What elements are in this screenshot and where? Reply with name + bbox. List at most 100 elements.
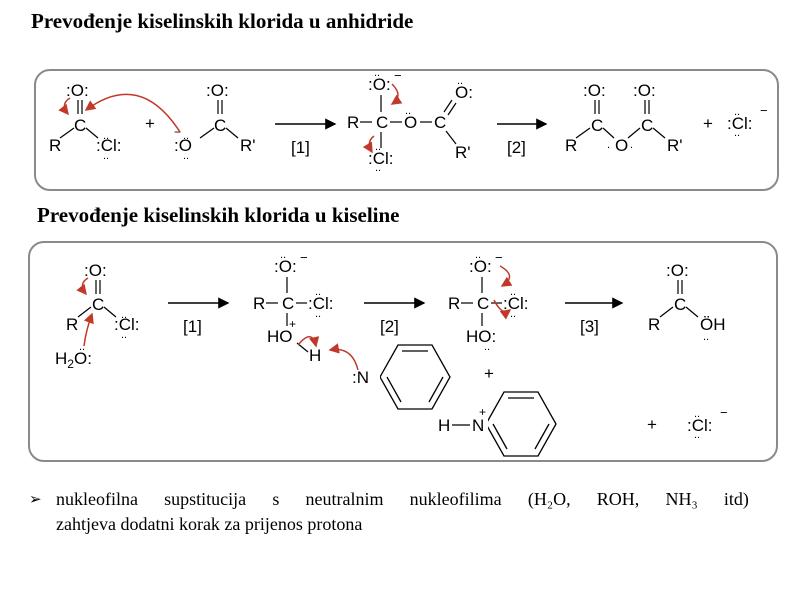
svg-text:..: .. (374, 67, 380, 79)
acid-chloride-molecule: :O: C R :Cl: .. .. (49, 81, 122, 162)
svg-text::O:: :O: (633, 81, 656, 100)
svg-text:H2O:: H2O: (55, 349, 92, 371)
svg-text:−: − (174, 125, 181, 139)
step-label-1: [1] (183, 317, 202, 336)
svg-text:..: .. (103, 130, 109, 142)
pyridinium-molecule: H N + (436, 391, 557, 457)
svg-text:..: .. (457, 75, 463, 87)
step-label-1: [1] (291, 138, 310, 157)
svg-text:..: .. (121, 329, 127, 341)
svg-text:R: R (347, 113, 359, 132)
svg-text:C: C (92, 295, 104, 314)
svg-text:..: .. (405, 105, 411, 117)
svg-text:R: R (49, 136, 61, 155)
plus-sign: + (647, 415, 657, 434)
svg-text:..: .. (280, 249, 286, 261)
svg-text:C: C (641, 116, 653, 135)
bullet-word: itd) (723, 489, 749, 509)
svg-text:+: + (479, 405, 486, 419)
svg-text:.: . (630, 139, 633, 151)
svg-text:..: .. (79, 341, 85, 353)
svg-text::Cl:: :Cl: (727, 114, 753, 133)
bullet-word: nukleofilna (56, 489, 138, 509)
title-acid: Prevođenje kiselinskih klorida u kiselin… (37, 203, 400, 227)
svg-text:HO: HO (267, 327, 293, 346)
acid-chloride-molecule: :O: C R :Cl: .. .. (66, 261, 140, 341)
svg-text:R: R (565, 136, 577, 155)
svg-text::O:: :O: (206, 81, 229, 100)
step-label-2: [2] (507, 138, 526, 157)
svg-text::Cl:: :Cl: (503, 294, 529, 313)
bullet-word: supstitucija (164, 489, 247, 509)
svg-text:−: − (495, 250, 503, 265)
plus-sign: + (703, 114, 713, 133)
bullet-arrow-icon: ➢ (29, 490, 42, 508)
svg-text::O:: :O: (469, 257, 492, 276)
svg-text:−: − (720, 405, 728, 420)
svg-text:H: H (438, 416, 450, 435)
svg-text:..: .. (183, 130, 189, 142)
svg-text:R: R (253, 294, 265, 313)
tetrahedral-intermediate: :O: .. − R C O .. C O: .. R' :Cl: .. .. (347, 67, 473, 174)
water-molecule: H2O: .. (55, 312, 94, 371)
svg-text:..: .. (510, 308, 516, 320)
svg-text:R': R' (455, 143, 471, 162)
svg-text:HO:: HO: (466, 327, 496, 346)
svg-text::O: :O (174, 136, 192, 155)
svg-text:.: . (607, 139, 610, 151)
svg-text:R': R' (667, 136, 683, 155)
svg-text::N: :N (352, 368, 369, 387)
svg-text:C: C (477, 294, 489, 313)
carboxylate-molecule: :O: C :O − .. .. R' (84, 81, 256, 162)
svg-text:−: − (760, 103, 768, 118)
svg-text:..: .. (734, 106, 740, 118)
chloride-ion: :Cl: .. .. − (687, 405, 728, 441)
svg-text:..: .. (694, 408, 700, 420)
pyridine-molecule: :N (328, 343, 451, 410)
chloride-ion: :Cl: .. .. − (727, 103, 768, 139)
bullet-word: ROH, (596, 489, 640, 509)
plus-sign: + (145, 114, 155, 133)
svg-text:..: .. (694, 429, 700, 441)
svg-text:+: + (289, 317, 296, 331)
svg-text::O:: :O: (84, 261, 107, 280)
svg-text::O:: :O: (583, 81, 606, 100)
step-label-3: [3] (580, 317, 599, 336)
tetrahedral-intermediate: :O: .. − R C :Cl: .. .. HO: .. (448, 249, 529, 353)
svg-text::O:: :O: (274, 257, 297, 276)
svg-text:C: C (282, 294, 294, 313)
svg-text:..: .. (375, 141, 381, 153)
svg-text:..: .. (734, 127, 740, 139)
svg-text:−: − (300, 250, 308, 265)
svg-text::O:: :O: (666, 261, 689, 280)
svg-text:..: .. (484, 341, 490, 353)
svg-text::Cl:: :Cl: (308, 294, 334, 313)
bullet-word: (H₂O, (527, 489, 571, 509)
bullet-line-1: nukleofilna supstitucija s neutralnim nu… (56, 487, 749, 512)
svg-text:R: R (448, 294, 460, 313)
anhydride-molecule: :O: C R O . . C :O: R' (565, 81, 683, 155)
svg-text:C: C (591, 116, 603, 135)
svg-text:..: .. (183, 150, 189, 162)
svg-text:ÖH: ÖH (700, 315, 726, 334)
svg-text:..: .. (375, 162, 381, 174)
svg-text::O:: :O: (368, 75, 391, 94)
bullet-line-2: zahtjeva dodatni korak za prijenos proto… (56, 514, 363, 534)
svg-text:..: .. (103, 150, 109, 162)
bullet-word: NH₃ (665, 489, 698, 509)
svg-text:O: O (404, 113, 417, 132)
svg-text:H: H (309, 346, 321, 365)
svg-text:C: C (434, 113, 446, 132)
svg-text:−: − (394, 68, 402, 83)
svg-text:C: C (74, 116, 86, 135)
svg-text::Cl:: :Cl: (96, 136, 122, 155)
svg-text:R: R (648, 315, 660, 334)
svg-text::Cl:: :Cl: (687, 416, 713, 435)
carboxylic-acid-molecule: :O: C R ÖH .. (648, 261, 726, 343)
bullet-word: nukleofilima (409, 489, 502, 509)
svg-text:..: .. (510, 286, 516, 298)
svg-text:N: N (472, 416, 484, 435)
plus-sign: + (484, 364, 494, 383)
svg-text:C: C (674, 295, 686, 314)
